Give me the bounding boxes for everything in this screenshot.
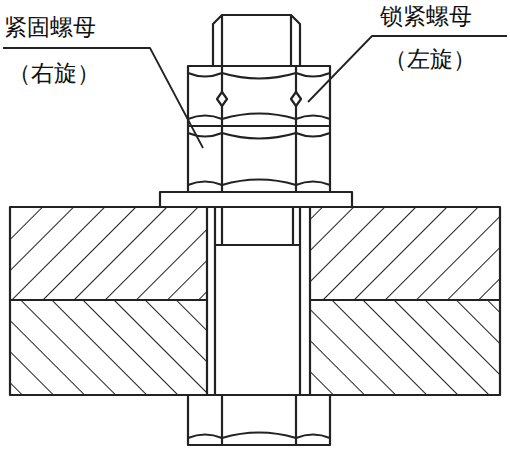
lower-plate: [10, 300, 207, 395]
fastening-nut: [188, 126, 330, 192]
part-label: 紧固螺母: [4, 14, 96, 42]
leader-line: [308, 36, 507, 102]
leader-line: [3, 48, 203, 148]
bolt-shank: [215, 192, 300, 395]
part-label: （左旋）: [384, 46, 476, 74]
lock-nut: [188, 66, 330, 126]
upper-plate: [10, 207, 207, 300]
washer: [160, 192, 352, 207]
lower-plate: [310, 300, 500, 395]
part-label: 锁紧螺母: [380, 3, 472, 31]
bolt-thread-end: [213, 15, 300, 66]
bolt-head: [188, 395, 330, 445]
upper-plate: [310, 207, 500, 300]
part-label: （右旋）: [8, 60, 100, 88]
